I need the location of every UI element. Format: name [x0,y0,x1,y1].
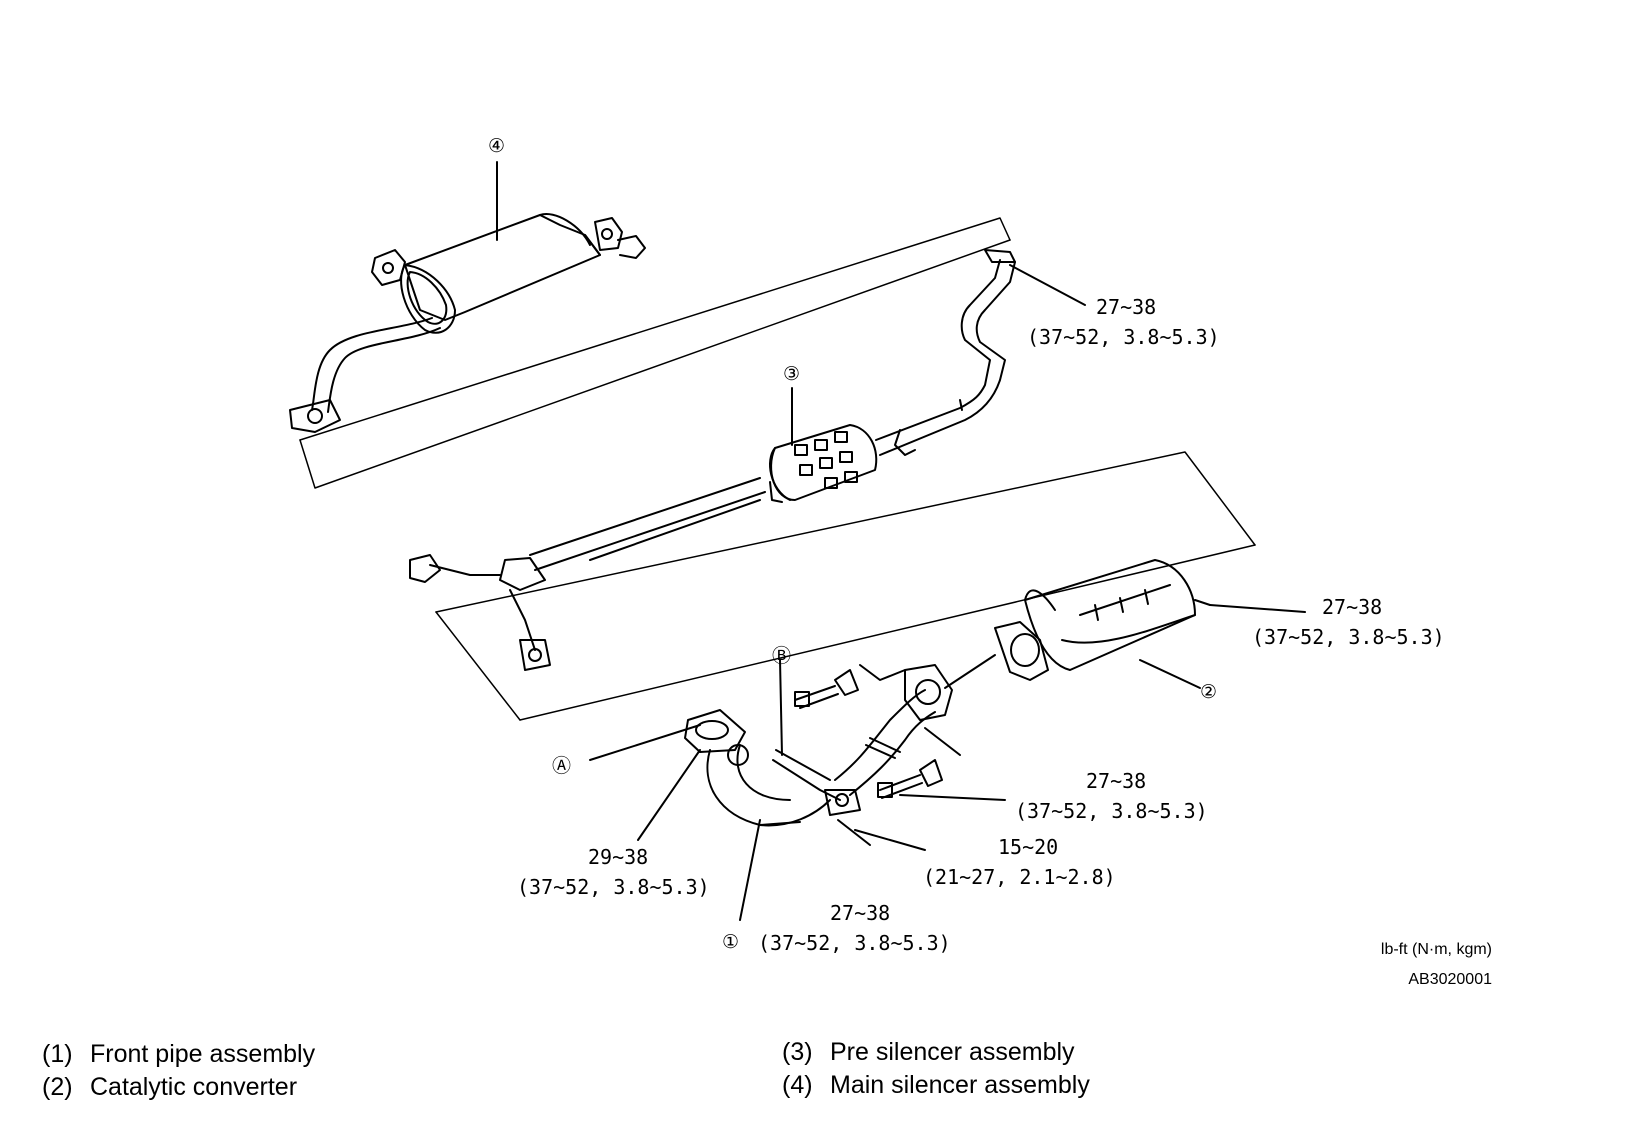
callout-b: Ⓑ [772,645,791,667]
torque-hanger-metric: (21~27, 2.1~2.8) [923,865,1116,889]
torque-front-bolt-metric: (37~52, 3.8~5.3) [1015,799,1208,823]
torque-hanger-lbft: 15~20 [998,835,1058,859]
figure-code: AB3020001 [1408,971,1492,988]
torque-exhaust-port-lbft: 29~38 [588,845,648,869]
torque-main-flange-metric: (37~52, 3.8~5.3) [1027,325,1220,349]
callout-2: ② [1200,681,1217,703]
section-plane-upper [299,217,1011,489]
legend-right: (3) Pre silencer assembly (4) Main silence… [782,1036,1090,1102]
legend-text: Front pipe assembly [90,1040,316,1068]
torque-main-flange-lbft: 27~38 [1096,295,1156,319]
main-silencer [289,161,646,433]
torque-front-lower-lbft: 27~38 [830,901,890,925]
callout-a: Ⓐ [552,755,571,777]
torque-exhaust-port-metric: (37~52, 3.8~5.3) [517,875,710,899]
catalytic-converter [994,559,1211,689]
callout-4: ④ [488,135,505,157]
callout-3: ③ [783,363,800,385]
torque-cat-rear-lbft: 27~38 [1322,595,1382,619]
units-note: lb-ft (N·m, kgm) [1381,941,1492,958]
legend-item-4: (4) Main silencer assembly [782,1069,1090,1102]
legend-num: (2) [42,1073,73,1101]
pre-silencer [409,249,1016,671]
legend-item-2: (2) Catalytic converter [42,1071,315,1104]
torque-front-bolt-lbft: 27~38 [1086,769,1146,793]
torque-front-lower-metric: (37~52, 3.8~5.3) [758,931,951,955]
front-pipe [589,264,1306,921]
torque-specs: 27~38 (37~52, 3.8~5.3) 27~38 (37~52, 3.8… [517,295,1445,955]
legend-num: (4) [782,1071,813,1099]
legend-num: (1) [42,1040,73,1068]
legend-item-3: (3) Pre silencer assembly [782,1036,1090,1069]
legend-text: Pre silencer assembly [830,1038,1075,1066]
legend-num: (3) [782,1038,813,1066]
callout-markers: ④ ③ ② Ⓑ Ⓐ ① [488,135,1217,953]
torque-cat-rear-metric: (37~52, 3.8~5.3) [1252,625,1445,649]
section-plane-lower [435,451,1256,721]
legend-text: Catalytic converter [90,1073,298,1101]
legend-left: (1) Front pipe assembly (2) Catalytic conv… [42,1038,315,1104]
callout-1: ① [722,931,739,953]
legend-text: Main silencer assembly [830,1071,1090,1099]
legend-item-1: (1) Front pipe assembly [42,1038,315,1071]
